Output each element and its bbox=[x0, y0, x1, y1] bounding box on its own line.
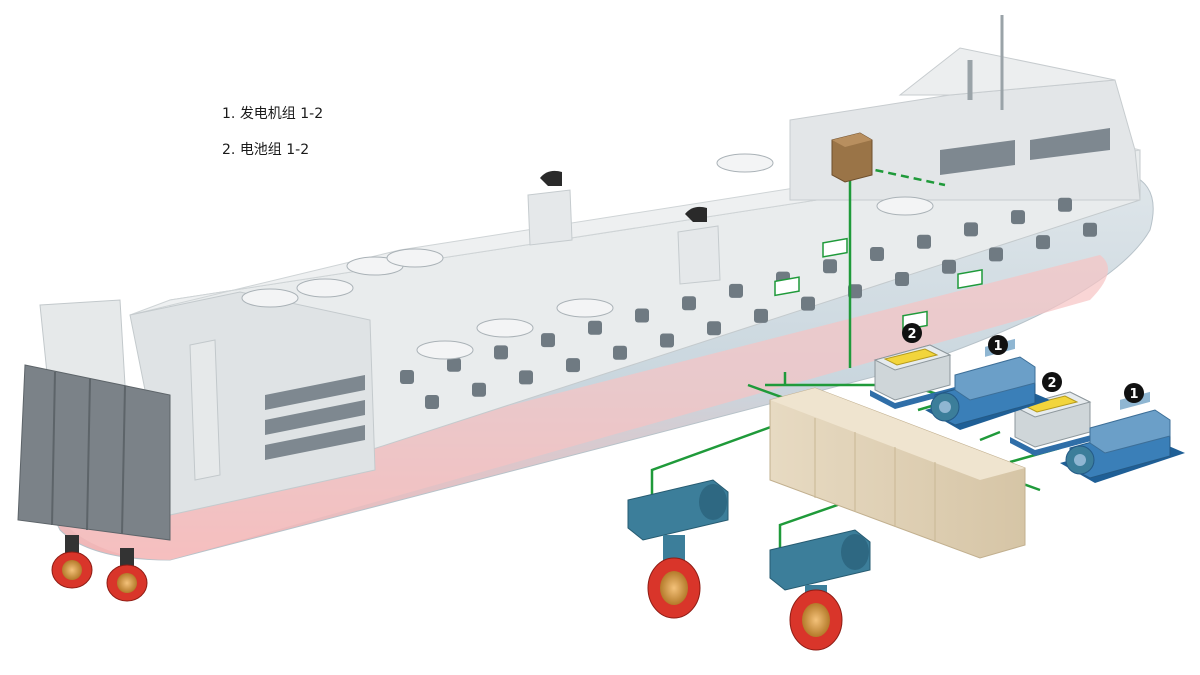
transformer-box bbox=[831, 132, 873, 183]
hull-windows bbox=[400, 197, 1097, 409]
stern-thruster-2 bbox=[106, 548, 148, 602]
window bbox=[754, 308, 768, 323]
window bbox=[400, 370, 414, 384]
badge-battery-2: 2 bbox=[1042, 372, 1062, 392]
window bbox=[682, 296, 696, 311]
window bbox=[823, 259, 837, 274]
svg-text:2: 2 bbox=[907, 327, 916, 342]
generator-2 bbox=[1060, 391, 1185, 483]
window bbox=[895, 272, 909, 286]
badge-battery-1: 2 bbox=[902, 323, 922, 343]
svg-text:1: 1 bbox=[993, 339, 1002, 354]
stern-thruster-1 bbox=[51, 535, 93, 589]
window bbox=[707, 321, 721, 336]
window bbox=[1036, 235, 1050, 250]
window bbox=[942, 259, 956, 274]
lifeboat bbox=[476, 318, 534, 338]
svg-text:1: 1 bbox=[1129, 387, 1138, 402]
window bbox=[870, 247, 884, 261]
badge-generator-1: 1 bbox=[988, 335, 1008, 355]
svg-text:2: 2 bbox=[1047, 376, 1056, 391]
window bbox=[660, 333, 674, 348]
stern-ramp bbox=[17, 364, 171, 541]
window bbox=[447, 357, 461, 372]
lifeboat bbox=[296, 278, 354, 298]
legend-number: 2. bbox=[222, 142, 236, 158]
window bbox=[613, 345, 627, 360]
window bbox=[989, 247, 1003, 262]
window bbox=[635, 308, 649, 323]
main-switchboard bbox=[769, 387, 1026, 559]
window bbox=[1083, 222, 1097, 237]
window bbox=[729, 283, 743, 298]
window bbox=[848, 284, 862, 299]
window bbox=[472, 382, 486, 397]
window bbox=[494, 345, 508, 360]
legend-number: 1. bbox=[222, 106, 236, 122]
lifeboat bbox=[386, 248, 444, 268]
lifeboat bbox=[241, 288, 299, 308]
window bbox=[425, 395, 439, 409]
legend-label: 发电机组 1-2 bbox=[239, 106, 324, 122]
window bbox=[566, 358, 580, 373]
lifeboat bbox=[876, 196, 934, 216]
lifeboat bbox=[556, 298, 614, 318]
lifeboat bbox=[416, 340, 474, 360]
window bbox=[541, 333, 555, 348]
battery-2 bbox=[1010, 391, 1095, 456]
lifeboats bbox=[241, 153, 934, 360]
window bbox=[917, 234, 931, 249]
window bbox=[1011, 210, 1025, 225]
badge-generator-2: 1 bbox=[1124, 383, 1144, 403]
window bbox=[519, 370, 533, 385]
thruster-unit-1 bbox=[627, 479, 729, 619]
window bbox=[588, 320, 602, 335]
window bbox=[964, 222, 978, 237]
legend-label: 电池组 1-2 bbox=[239, 142, 310, 158]
window bbox=[1058, 197, 1072, 212]
thruster-unit-2 bbox=[769, 529, 871, 651]
legend-item-batteries: 2. 电池组 1-2 bbox=[222, 140, 323, 160]
lifeboat bbox=[716, 153, 774, 173]
window bbox=[801, 296, 815, 311]
legend: 1. 发电机组 1-2 2. 电池组 1-2 bbox=[222, 104, 323, 176]
superstructure bbox=[17, 15, 1141, 541]
battery-1 bbox=[870, 344, 955, 409]
legend-item-generators: 1. 发电机组 1-2 bbox=[222, 104, 323, 124]
